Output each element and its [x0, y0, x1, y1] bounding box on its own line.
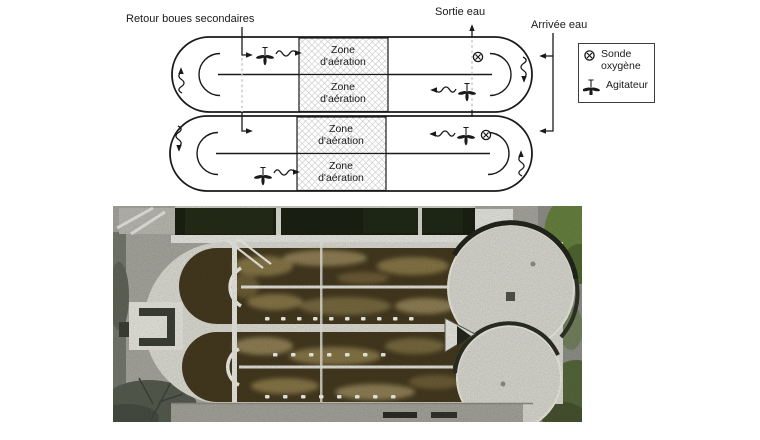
legend-box: Sonde oxygène Agitateur — [578, 43, 655, 103]
aerial-photo — [113, 206, 582, 422]
agitator-icon — [255, 46, 275, 66]
return-sludge-label: Retour boues secondaires — [126, 13, 255, 25]
oxygen-probe-icon — [472, 51, 484, 63]
return-sludge-line — [241, 27, 253, 134]
legend-item-oxygen-probe: Sonde oxygène — [583, 48, 651, 73]
aeration-zone-label: Zone d'aération — [320, 44, 366, 68]
legend-label-oxygen-probe: Sonde oxygène — [601, 48, 641, 72]
legend-label-agitator: Agitateur — [606, 78, 649, 91]
agitator-icon — [456, 126, 476, 146]
basin-1-left-baffle — [198, 52, 221, 97]
legend-item-agitator: Agitateur — [583, 78, 651, 95]
aeration-zone-label: Zone d'aération — [318, 123, 364, 147]
water-inlet-line — [539, 33, 554, 134]
agitator-icon — [253, 166, 273, 186]
aeration-zones — [296, 37, 389, 192]
basin-1-right-baffle — [489, 52, 512, 97]
water-outlet-label: Sortie eau — [435, 6, 486, 18]
agitator-icon — [457, 82, 477, 102]
basin-2-right-baffle — [487, 131, 510, 176]
aerial-photo-graphic — [113, 206, 582, 422]
water-inlet-label: Arrivée eau — [531, 19, 588, 31]
photo-grain-overlay — [113, 206, 582, 422]
oxygen-probe-icon — [584, 50, 595, 61]
process-schematic — [169, 24, 554, 192]
oxygen-probe-icon — [480, 129, 492, 141]
aeration-zone-label: Zone d'aération — [320, 81, 366, 105]
basin-2-left-baffle — [196, 131, 219, 176]
agitator-icon — [583, 78, 601, 95]
aeration-zone-label: Zone d'aération — [318, 160, 364, 184]
